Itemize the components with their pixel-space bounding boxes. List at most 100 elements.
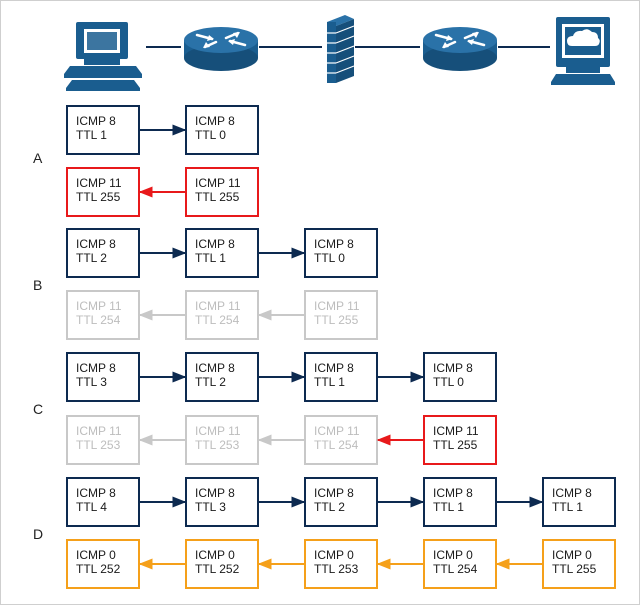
reply-b-1-type: ICMP 11 bbox=[76, 299, 122, 313]
reply-d-4-type: ICMP 0 bbox=[433, 548, 473, 562]
probe-d-1-type: ICMP 8 bbox=[76, 486, 116, 500]
reply-c-2-ttl: TTL 253 bbox=[195, 438, 240, 452]
probe-d-1-ttl: TTL 4 bbox=[76, 500, 107, 514]
reply-d-1-ttl: TTL 252 bbox=[76, 562, 121, 576]
reply-c-4-ttl: TTL 255 bbox=[433, 438, 478, 452]
probe-d-5-type: ICMP 8 bbox=[552, 486, 592, 500]
probe-b-2-ttl: TTL 1 bbox=[195, 251, 226, 265]
probe-a-1-ttl: TTL 1 bbox=[76, 128, 107, 142]
probe-c-3-ttl: TTL 1 bbox=[314, 375, 345, 389]
reply-d-5-border bbox=[542, 539, 616, 589]
reply-b-1-ttl: TTL 254 bbox=[76, 313, 121, 327]
row-labels: A B C D bbox=[33, 150, 43, 542]
probe-d-2-border bbox=[185, 477, 259, 527]
reply-c-3-type: ICMP 11 bbox=[314, 424, 360, 438]
reply-a-1-type: ICMP 11 bbox=[76, 176, 122, 190]
probe-d-2-ttl: TTL 3 bbox=[195, 500, 226, 514]
reply-a-2-border bbox=[185, 167, 259, 217]
reply-c-1-border bbox=[66, 415, 140, 465]
reply-c-1-ttl: TTL 253 bbox=[76, 438, 121, 452]
reply-a-1-border bbox=[66, 167, 140, 217]
probe-c-3-type: ICMP 8 bbox=[314, 361, 354, 375]
router-2-icon bbox=[423, 27, 497, 71]
reply-c-4-type: ICMP 11 bbox=[433, 424, 479, 438]
reply-b-3-ttl: TTL 255 bbox=[314, 313, 359, 327]
reply-d-5-ttl: TTL 255 bbox=[552, 562, 597, 576]
reply-d-5-type: ICMP 0 bbox=[552, 548, 592, 562]
reply-c-4-border bbox=[423, 415, 497, 465]
probe-d-4-ttl: TTL 1 bbox=[433, 500, 464, 514]
reply-b-2-ttl: TTL 254 bbox=[195, 313, 240, 327]
reply-d-2-type: ICMP 0 bbox=[195, 548, 235, 562]
probe-d-1-border bbox=[66, 477, 140, 527]
row-label-b: B bbox=[33, 277, 42, 293]
probe-d-2-type: ICMP 8 bbox=[195, 486, 235, 500]
probe-d-3-ttl: TTL 2 bbox=[314, 500, 345, 514]
reply-b-3-border bbox=[304, 290, 378, 340]
probe-b-2-type: ICMP 8 bbox=[195, 237, 235, 251]
destination-server-icon bbox=[551, 17, 615, 85]
source-computer-icon bbox=[64, 22, 142, 91]
probe-b-3-ttl: TTL 0 bbox=[314, 251, 345, 265]
reply-b-2-type: ICMP 11 bbox=[195, 299, 241, 313]
reply-d-3-ttl: TTL 253 bbox=[314, 562, 359, 576]
probe-a-1-type: ICMP 8 bbox=[76, 114, 116, 128]
probe-b-1-ttl: TTL 2 bbox=[76, 251, 107, 265]
probe-c-3-border bbox=[304, 352, 378, 402]
probe-a-2-type: ICMP 8 bbox=[195, 114, 235, 128]
probe-d-5-ttl: TTL 1 bbox=[552, 500, 583, 514]
row-label-a: A bbox=[33, 150, 43, 166]
probe-d-4-border bbox=[423, 477, 497, 527]
probe-d-3-border bbox=[304, 477, 378, 527]
probe-d-5-border bbox=[542, 477, 616, 527]
probe-b-1-border bbox=[66, 228, 140, 278]
probe-a-1-border bbox=[66, 105, 140, 155]
reply-c-2-type: ICMP 11 bbox=[195, 424, 241, 438]
row-label-d: D bbox=[33, 526, 43, 542]
row-label-c: C bbox=[33, 401, 43, 417]
reply-d-2-ttl: TTL 252 bbox=[195, 562, 240, 576]
reply-a-1-ttl: TTL 255 bbox=[76, 190, 121, 204]
probe-c-4-type: ICMP 8 bbox=[433, 361, 473, 375]
reply-b-3-type: ICMP 11 bbox=[314, 299, 360, 313]
reply-b-1-border bbox=[66, 290, 140, 340]
reply-d-4-border bbox=[423, 539, 497, 589]
probe-a-2-border bbox=[185, 105, 259, 155]
reply-c-3-border bbox=[304, 415, 378, 465]
reply-d-3-type: ICMP 0 bbox=[314, 548, 354, 562]
probe-b-3-border bbox=[304, 228, 378, 278]
probe-b-2-border bbox=[185, 228, 259, 278]
probe-c-1-border bbox=[66, 352, 140, 402]
router-1-icon bbox=[184, 27, 258, 71]
reply-d-1-border bbox=[66, 539, 140, 589]
probe-c-1-ttl: TTL 3 bbox=[76, 375, 107, 389]
probe-d-4-type: ICMP 8 bbox=[433, 486, 473, 500]
probe-b-1-type: ICMP 8 bbox=[76, 237, 116, 251]
reply-c-2-border bbox=[185, 415, 259, 465]
